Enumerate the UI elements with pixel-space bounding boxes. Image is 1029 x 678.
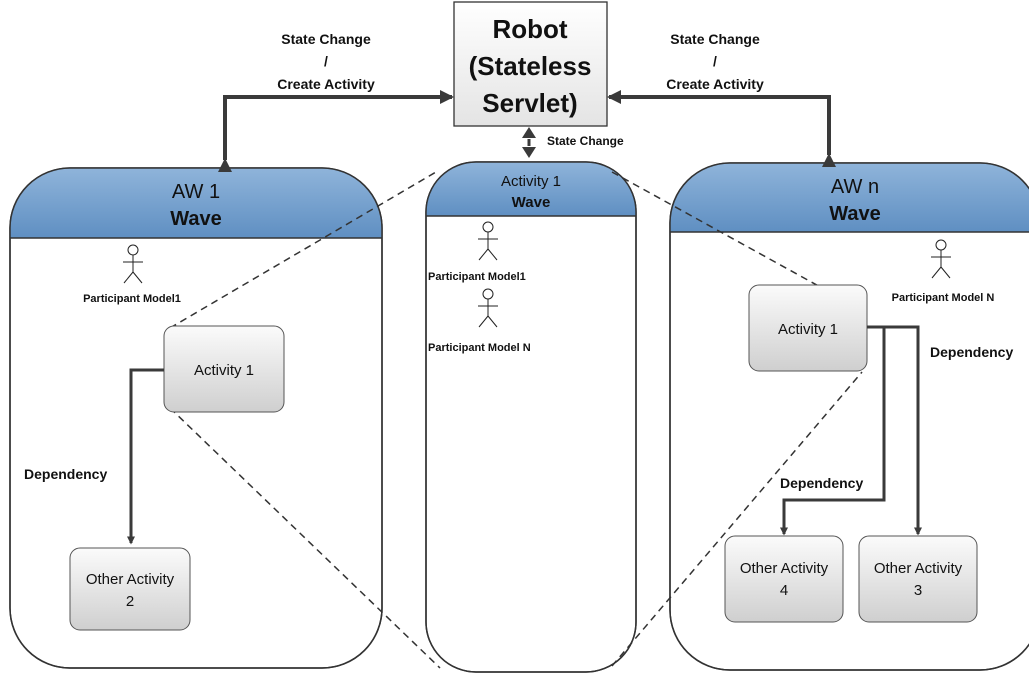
activity-wave-container: Activity 1 Wave [425, 161, 637, 673]
aw1-other-line2: 2 [126, 593, 134, 610]
aw1-participant-icon [123, 244, 143, 284]
awn-header [670, 163, 1029, 232]
left-connector-label: State Change / Create Activity [277, 31, 375, 92]
awn-other4-line2: 4 [780, 582, 788, 599]
right-label-line3: Create Activity [666, 76, 764, 92]
activity-wave-subtitle: Wave [512, 194, 551, 211]
aw1-title: AW 1 [172, 181, 220, 203]
aw1-dependency-label: Dependency [24, 466, 107, 482]
aw1-container: AW 1 Wave [9, 167, 383, 669]
aw1-header [10, 168, 382, 238]
activity-wave-participant1-label: Participant Model1 [428, 271, 526, 283]
right-connector-label: State Change / Create Activity [666, 31, 764, 92]
zoom-dashed-lines [169, 171, 863, 669]
robot-node: Robot (Stateless Servlet) [453, 1, 608, 127]
awn-activity-label: Activity 1 [778, 321, 838, 338]
awn-dependency-top-label: Dependency [930, 344, 1013, 360]
awn-activity-box: Activity 1 [748, 284, 868, 372]
awn-other-activity-4-box: Other Activity 4 [724, 535, 844, 623]
awn-title: AW n [831, 176, 879, 198]
aw1-subtitle: Wave [170, 208, 222, 230]
center-connector-label: State Change [547, 134, 624, 148]
awn-participant-icon [931, 239, 951, 279]
left-label-line1: State Change [281, 31, 371, 47]
aw1-activity-label: Activity 1 [194, 362, 254, 379]
aw1-other-activity-box: Other Activity 2 [69, 547, 191, 631]
awn-other3-line1: Other Activity [874, 560, 963, 577]
awn-participant-label: Participant Model N [892, 292, 995, 304]
awn-subtitle: Wave [829, 203, 881, 225]
awn-other3-line2: 3 [914, 582, 922, 599]
awn-other4-line1: Other Activity [740, 560, 829, 577]
aw1-participant-label: Participant Model1 [83, 293, 181, 305]
aw1-activity-box: Activity 1 [163, 325, 285, 413]
activity-wave-title: Activity 1 [501, 173, 561, 190]
activity-wave-header [426, 162, 636, 216]
awn-dependency-bottom-label: Dependency [780, 475, 863, 491]
activity-wave-participant2-label: Participant Model N [428, 342, 531, 354]
robot-label-line1: Robot [492, 14, 567, 44]
robot-label-line2: (Stateless [469, 51, 592, 81]
aw1-dependency-arrow [127, 368, 164, 545]
center-connector [522, 127, 536, 158]
right-connector [607, 90, 836, 167]
activity-wave-participant1-icon [478, 221, 498, 261]
awn-dependency-arrow-to-4 [780, 327, 886, 536]
left-connector [218, 90, 454, 172]
left-label-line2: / [324, 53, 328, 69]
activity-wave-participant2-icon [478, 288, 498, 328]
robot-label-line3: Servlet) [482, 88, 577, 118]
awn-other-activity-3-box: Other Activity 3 [858, 535, 978, 623]
right-label-line1: State Change [670, 31, 760, 47]
right-label-line2: / [713, 53, 717, 69]
robot-connectors [218, 90, 836, 172]
left-label-line3: Create Activity [277, 76, 375, 92]
aw1-other-line1: Other Activity [86, 571, 175, 588]
